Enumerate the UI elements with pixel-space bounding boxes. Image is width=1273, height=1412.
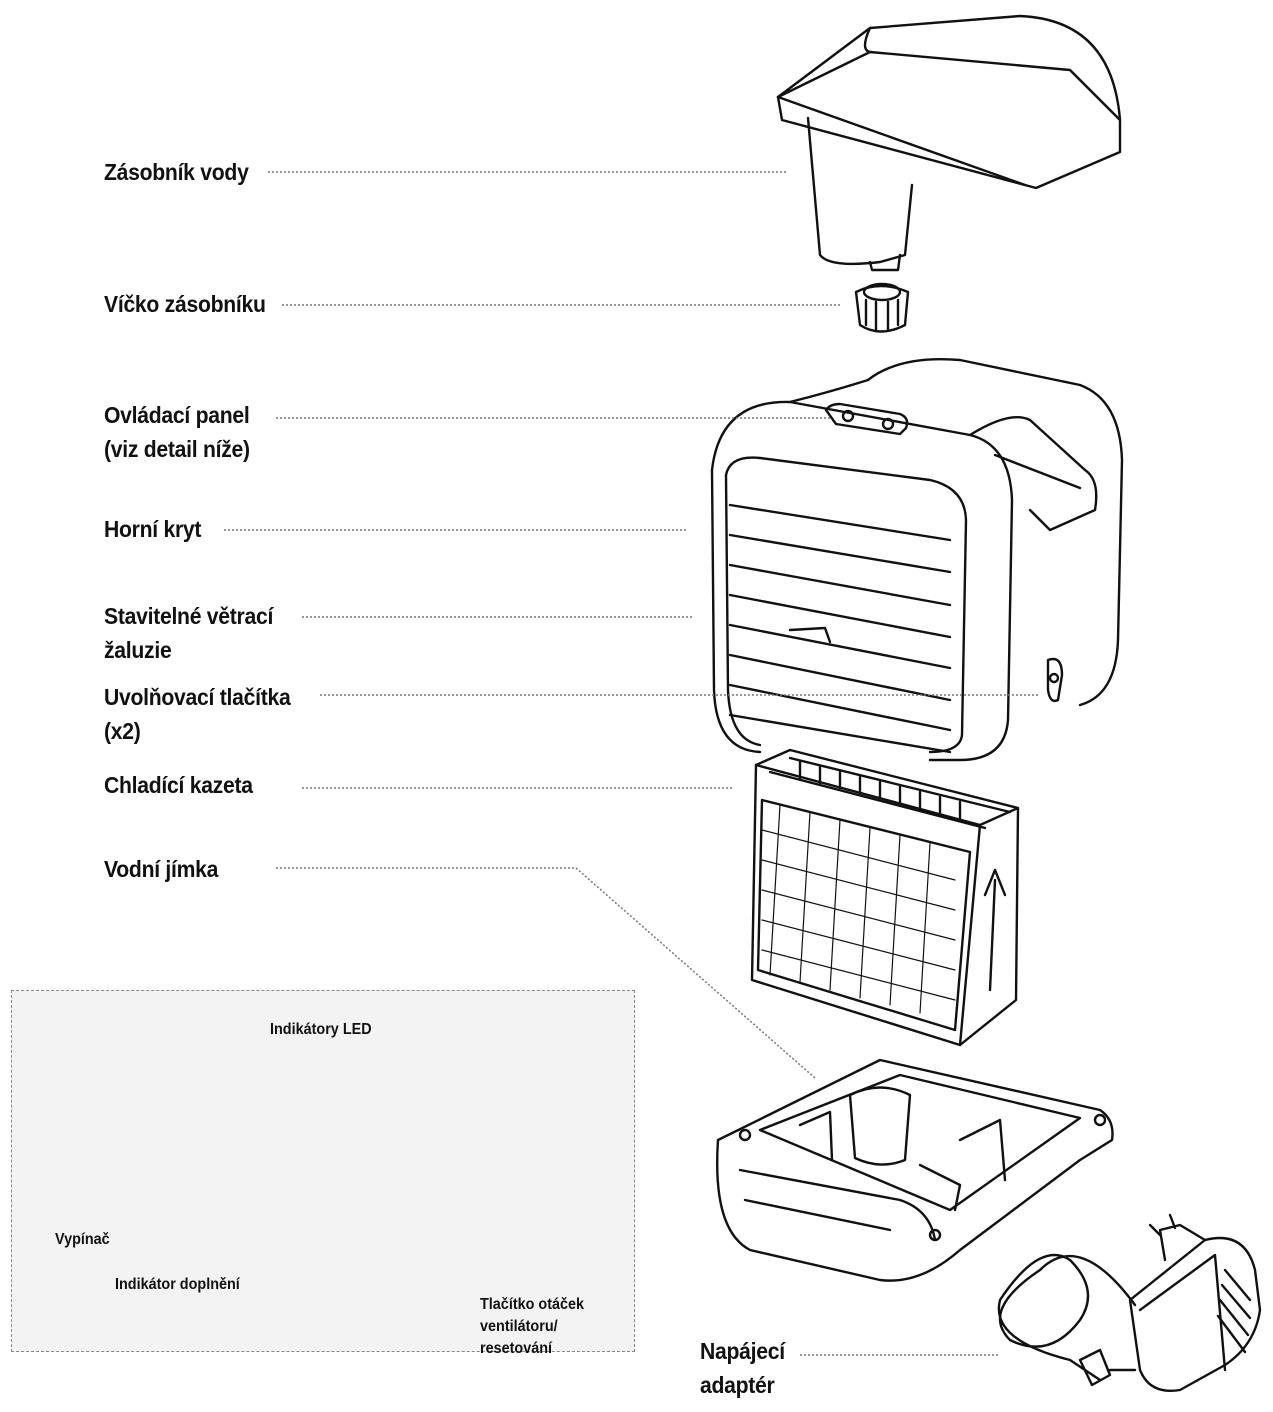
water-tray-drawing — [716, 1058, 1114, 1282]
main-unit-drawing — [710, 358, 1124, 762]
power-adapter-drawing — [997, 1213, 1262, 1392]
label-control-panel: Ovládací panel (viz detail níže) — [104, 402, 250, 462]
label-refill-indicator: Indikátor doplnění — [115, 1276, 240, 1293]
label-cooling-cartridge: Chladící kazeta — [104, 772, 253, 798]
tank-cap-drawing — [854, 282, 910, 333]
label-led-indicators: Indikátory LED — [270, 1021, 372, 1038]
label-top-cover: Horní kryt — [104, 516, 202, 542]
label-water-tray: Vodní jímka — [104, 856, 219, 882]
label-tank-cap: Víčko zásobníku — [104, 291, 266, 317]
label-louvres: Stavitelné větrací žaluzie — [104, 603, 274, 663]
label-power-adapter: Napájecí adaptér — [700, 1338, 785, 1398]
water-tank-drawing — [776, 14, 1122, 272]
label-fan-speed-button: Tlačítko otáček ventilátoru/ resetování — [480, 1296, 585, 1357]
control-panel-detail-box — [11, 990, 635, 1352]
label-release-buttons: Uvolňovací tlačítka (x2) — [104, 684, 291, 744]
label-power-switch: Vypínač — [55, 1231, 110, 1248]
label-water-tank: Zásobník vody — [104, 159, 249, 185]
cooling-cartridge-drawing — [750, 748, 1020, 1047]
